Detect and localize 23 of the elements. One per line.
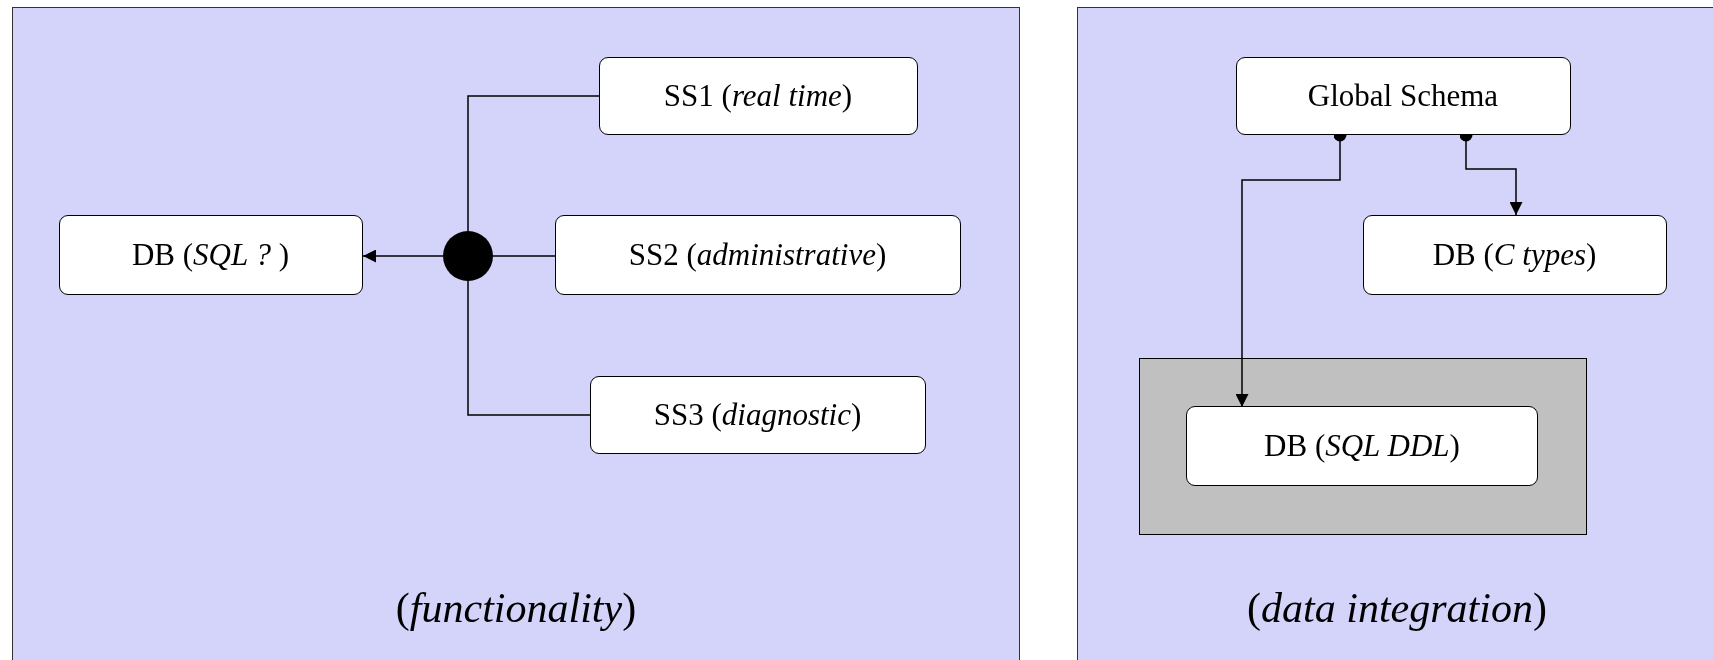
box-label: SS2 (administrative) [628, 236, 887, 273]
box-label: DB (SQL DDL) [1264, 428, 1460, 464]
box-label: DB (C types) [1432, 236, 1597, 273]
process-box [1186, 406, 1538, 486]
process-box [1235, 56, 1571, 135]
group-box [1138, 357, 1587, 535]
process-box [589, 375, 926, 454]
panel [1077, 7, 1713, 660]
panel-caption: (functionality) [395, 585, 637, 631]
connector-line [467, 95, 600, 232]
process-box [554, 214, 961, 295]
arrow [362, 249, 444, 263]
box-label: SS1 (real time) [663, 77, 853, 114]
process-box [58, 214, 363, 295]
panel-caption: (data integration) [1247, 585, 1547, 631]
box-label: Global Schema [1307, 77, 1499, 114]
panel [12, 7, 1020, 660]
process-box [1362, 214, 1667, 295]
connector-line [492, 255, 556, 257]
connector-line [467, 280, 591, 416]
box-label: SS3 (diagnostic) [653, 396, 862, 433]
box-label: DB (SQL ? ) [131, 236, 289, 273]
process-box [598, 56, 918, 135]
